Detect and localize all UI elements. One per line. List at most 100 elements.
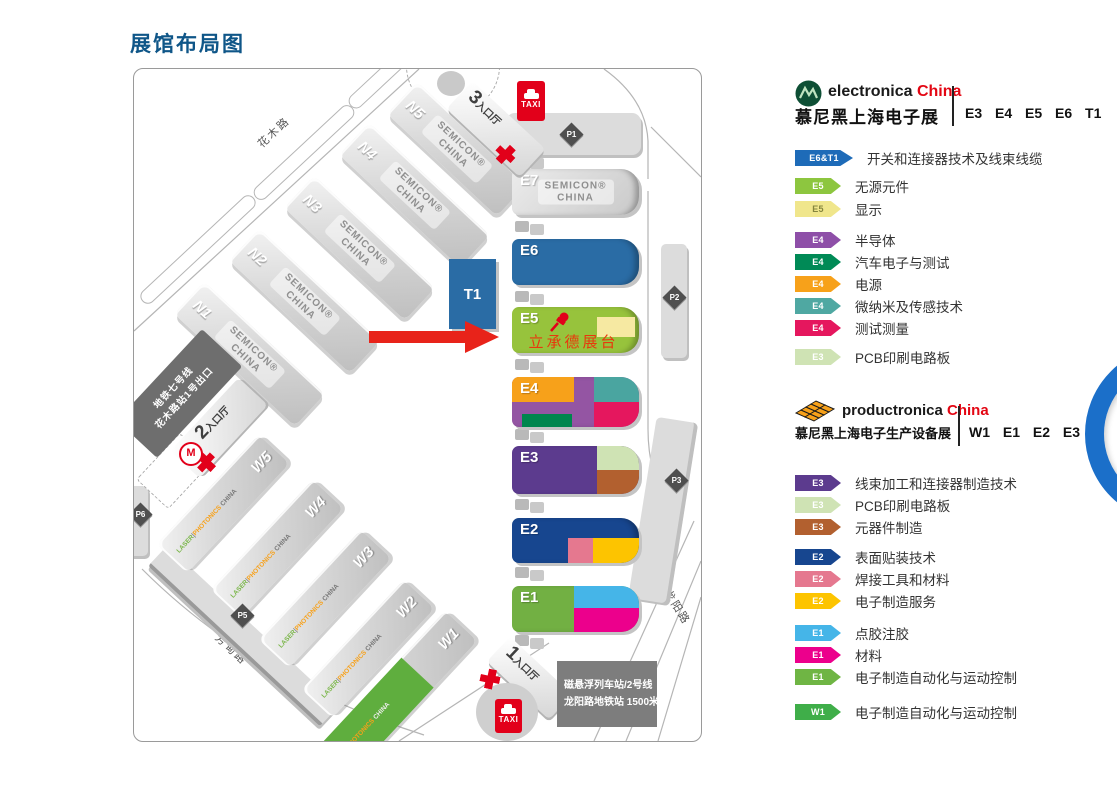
- legend-label: 表面贴装技术: [855, 551, 936, 566]
- hall-E1-dispensing-zone: [574, 586, 639, 608]
- parking-P2-sign: P2: [662, 285, 687, 310]
- hall-E5-label: E5: [520, 310, 539, 327]
- hall-N1-label: N1: [189, 296, 215, 323]
- productronica-legend-items: E3 线束加工和连接器制造技术 E3 PCB印刷电路板 E3 元器件制造 E2 …: [795, 475, 1100, 721]
- legend-label: 半导体: [855, 234, 896, 249]
- divider: [952, 86, 954, 126]
- electronica-cn-name: 慕尼黑上海电子展: [795, 108, 939, 128]
- legend-productronica: productronica China 慕尼黑上海电子生产设备展 W1 E1 E…: [795, 396, 1100, 721]
- legend-row: E1 电子制造自动化与运动控制: [795, 669, 1100, 686]
- taxi-car-icon: [523, 89, 539, 99]
- legend-row: E2 焊接工具和材料: [795, 571, 1100, 588]
- taxi-car-icon: [501, 704, 516, 714]
- hall-connector: [515, 635, 529, 646]
- taxi-label: TAXI: [498, 715, 519, 724]
- hall-badge: E3: [795, 349, 841, 365]
- hall-E4-test-zone: [594, 402, 639, 427]
- parking-P1-sign: P1: [559, 122, 584, 147]
- hall-E4-sensor-zone: [594, 377, 639, 402]
- shanghai-metro-icon: M: [179, 442, 203, 466]
- legend-label: 材料: [855, 649, 882, 664]
- legend-row: E3 线束加工和连接器制造技术: [795, 475, 1100, 492]
- hall-E6-label: E6: [520, 242, 539, 259]
- taxi-label: TAXI: [521, 100, 541, 109]
- electronica-legend-items: E6&T1 开关和连接器技术及线束线缆 E5 无源元件 E5 显示 E4 半导体…: [795, 150, 1100, 366]
- legend-row: E5 无源元件: [795, 178, 1100, 195]
- productronica-cn-name: 慕尼黑上海电子生产设备展: [795, 427, 952, 442]
- legend-label: PCB印刷电路板: [855, 351, 951, 366]
- hall-W3-label: W3: [349, 543, 378, 572]
- legend-row: E6&T1 开关和连接器技术及线束线缆: [795, 150, 1100, 167]
- dome-structure: [437, 71, 465, 96]
- hall-badge: E5: [795, 201, 841, 217]
- booth-name: 立承德展台: [528, 333, 619, 351]
- hall-E4-power-zone: [512, 377, 574, 402]
- electronica-name: electronica China: [828, 83, 962, 100]
- hall-E3-pcb-zone: [597, 446, 639, 470]
- hall-T1: T1: [449, 259, 496, 329]
- hall-W1-label: W1: [434, 625, 463, 654]
- booth-area-marker: [597, 317, 635, 337]
- hall-E4-automotive-zone: [522, 414, 572, 427]
- legend-row: W1 电子制造自动化与运动控制: [795, 704, 1100, 721]
- legend-row: E4 汽车电子与测试: [795, 254, 1100, 271]
- arrow-shaft: [369, 331, 466, 343]
- legend-label: 电子制造自动化与运动控制: [855, 706, 1017, 721]
- legend-label: 测试测量: [855, 322, 909, 337]
- parking-P3-sign: P3: [664, 468, 689, 493]
- hall-badge: E1: [795, 647, 841, 663]
- hall-E1-materials-zone: [574, 608, 639, 632]
- legend-label: 电源: [855, 278, 882, 293]
- entrance-2-label: 入口厅: [203, 404, 233, 435]
- hall-E3: E3: [512, 446, 639, 494]
- hall-connector: [515, 359, 529, 370]
- hall-connector: [515, 499, 529, 510]
- hall-E7-label: E7: [520, 172, 539, 189]
- hall-E2-ems-zone: [593, 538, 639, 563]
- legend-row: E4 半导体: [795, 232, 1100, 249]
- legend-row: E1 材料: [795, 647, 1100, 664]
- hall-N5-label: N5: [402, 97, 428, 123]
- legend-label: PCB印刷电路板: [855, 499, 951, 514]
- productronica-name: productronica China: [842, 402, 989, 419]
- hall-badge: E2: [795, 571, 841, 587]
- legend-label: 无源元件: [855, 180, 909, 195]
- hall-badge: E4: [795, 254, 841, 270]
- maglev-line2: 龙阳路地铁站 1500米: [564, 697, 660, 708]
- parking-P5-sign: P5: [230, 603, 255, 628]
- productronica-header: productronica China 慕尼黑上海电子生产设备展 W1 E1 E…: [795, 396, 1100, 446]
- legend-label: 焊接工具和材料: [855, 573, 950, 588]
- electronica-halls: E3 E4 E5 E6 T1: [965, 105, 1102, 121]
- legend-row: E4 测试测量: [795, 320, 1100, 337]
- hall-W5-label: W5: [247, 448, 276, 477]
- legend-label: 线束加工和连接器制造技术: [855, 477, 1017, 492]
- hall-badge: E4: [795, 232, 841, 248]
- legend-row: E5 显示: [795, 201, 1100, 218]
- hall-T1-label: T1: [463, 285, 482, 303]
- maglev-line1: 磁悬浮列车站/2号线: [564, 679, 653, 691]
- productronica-logo-icon: [795, 400, 836, 422]
- hall-badge: E1: [795, 669, 841, 685]
- hall-E3-label: E3: [520, 449, 539, 466]
- maglev-station-sign: 磁悬浮列车站/2号线 龙阳路地铁站 1500米: [557, 661, 660, 727]
- hall-connector: [515, 567, 529, 578]
- legend-row: E1 点胶注胶: [795, 625, 1100, 642]
- venue-map: 花木路 芳甸路 龙阳路 N1 SEMICON®CHINA N2 SEMICON®…: [133, 68, 702, 742]
- electronica-header: electronica China 慕尼黑上海电子展 E3 E4 E5 E6 T…: [795, 78, 1102, 128]
- electronica-logo-icon: [795, 80, 822, 107]
- legend-row: E3 PCB印刷电路板: [795, 497, 1100, 514]
- legend-row: E4 微纳米及传感技术: [795, 298, 1100, 315]
- hall-E3-components-zone: [597, 470, 639, 494]
- productronica-halls: W1 E1 E2 E3: [969, 424, 1081, 440]
- arrow-head: [465, 321, 499, 353]
- hall-E4: E4: [512, 377, 639, 427]
- legend-row: E4 电源: [795, 276, 1100, 293]
- hall-badge: E2: [795, 593, 841, 609]
- legend-label: 电子制造服务: [855, 595, 936, 610]
- legend-label: 点胶注胶: [855, 627, 909, 642]
- taxi-stand-south: TAXI: [495, 699, 522, 733]
- hall-connector: [515, 221, 529, 232]
- hall-connector: [515, 291, 529, 302]
- semicon-china-logo: SEMICON®CHINA: [537, 179, 614, 205]
- hall-badge: E3: [795, 519, 841, 535]
